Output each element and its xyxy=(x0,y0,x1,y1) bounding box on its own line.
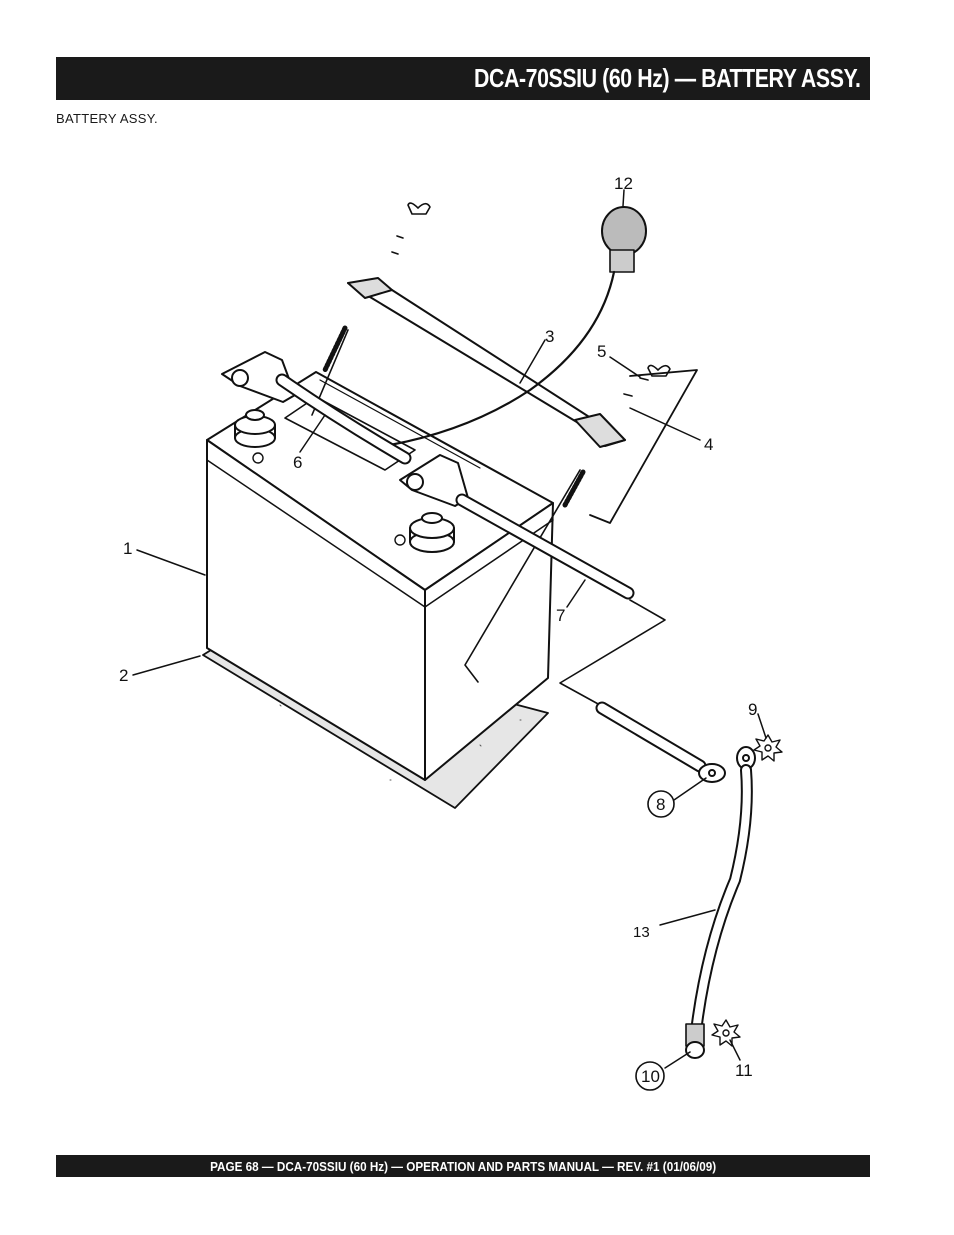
callout-4: 4 xyxy=(704,435,713,454)
vent-caps xyxy=(252,452,406,546)
page-title: DCA-70SSIU (60 Hz) — BATTERY ASSY. xyxy=(473,63,861,93)
wing-nut-right xyxy=(623,364,671,397)
wing-nut-left xyxy=(391,202,431,255)
callout-3: 3 xyxy=(545,327,554,346)
terminal-boot xyxy=(388,206,647,447)
callout-8: 8 xyxy=(656,795,665,814)
ground-strap xyxy=(685,746,756,1059)
callout-13: 13 xyxy=(633,924,650,941)
positive-cable-end xyxy=(595,701,726,783)
callout-10: 10 xyxy=(641,1067,660,1086)
callout-11: 11 xyxy=(735,1061,753,1080)
section-label: BATTERY ASSY. xyxy=(56,111,158,126)
battery-terminal-positive xyxy=(409,512,455,553)
title-bar: DCA-70SSIU (60 Hz) — BATTERY ASSY. xyxy=(56,57,870,100)
callout-1: 1 xyxy=(123,539,132,558)
callout-5: 5 xyxy=(597,342,606,361)
leader-lines xyxy=(132,189,767,1069)
positive-cable xyxy=(399,454,635,600)
callout-2: 2 xyxy=(119,666,128,685)
j-bolt-right xyxy=(464,469,586,683)
footer-text: PAGE 68 — DCA-70SSIU (60 Hz) — OPERATION… xyxy=(209,1158,717,1174)
cable-break-line xyxy=(559,599,666,706)
callout-12: 12 xyxy=(614,174,633,193)
callout-circle-10 xyxy=(635,1061,665,1091)
battery-terminal-negative xyxy=(234,409,276,448)
lock-washer-9 xyxy=(753,734,783,762)
negative-cable xyxy=(221,351,412,465)
leader-bracket-4-5 xyxy=(589,369,698,524)
battery-body xyxy=(206,371,554,781)
callout-9: 9 xyxy=(748,700,757,719)
callout-circle-8 xyxy=(647,790,675,818)
callout-7: 7 xyxy=(556,606,565,625)
footer-bar: PAGE 68 — DCA-70SSIU (60 Hz) — OPERATION… xyxy=(56,1155,870,1177)
lock-washer-11 xyxy=(711,1019,741,1047)
callout-6: 6 xyxy=(293,453,302,472)
hold-down-bar xyxy=(347,277,626,448)
